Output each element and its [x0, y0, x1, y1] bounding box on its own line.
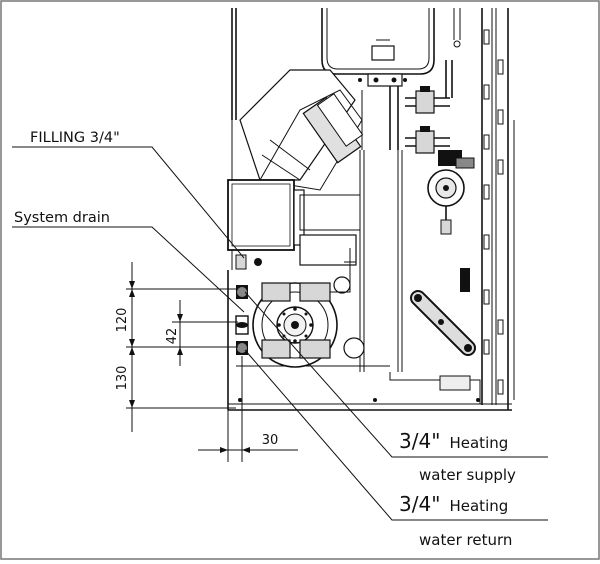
expansion-tank — [321, 8, 461, 87]
mounting-bracket — [410, 290, 476, 391]
dimension-42: 42 — [165, 328, 180, 345]
dimension-arrows — [129, 281, 250, 453]
heat-exchanger — [239, 69, 364, 191]
heating-supply-label-line2: water supply — [419, 466, 516, 484]
filling-label: FILLING 3/4" — [30, 130, 120, 146]
unit-housing — [227, 8, 515, 411]
heating-supply-word: Heating — [449, 434, 508, 452]
leader-lines — [12, 146, 548, 521]
heating-return-label-line2: water return — [419, 531, 512, 549]
heating-return-label-line1: 3/4" Heating — [399, 492, 508, 516]
heating-return-word: Heating — [449, 497, 508, 515]
system-drain-label: System drain — [14, 210, 110, 226]
dimension-120: 120 — [115, 308, 130, 333]
heating-return-size: 3/4" — [399, 492, 440, 516]
hydraulic-pipes — [389, 60, 475, 292]
dimension-130: 130 — [115, 366, 130, 391]
bottom-connections — [235, 254, 262, 355]
heating-supply-label-line1: 3/4" Heating — [399, 429, 508, 453]
control-box — [227, 179, 361, 266]
dimension-30: 30 — [262, 433, 279, 448]
heating-supply-size: 3/4" — [399, 429, 440, 453]
